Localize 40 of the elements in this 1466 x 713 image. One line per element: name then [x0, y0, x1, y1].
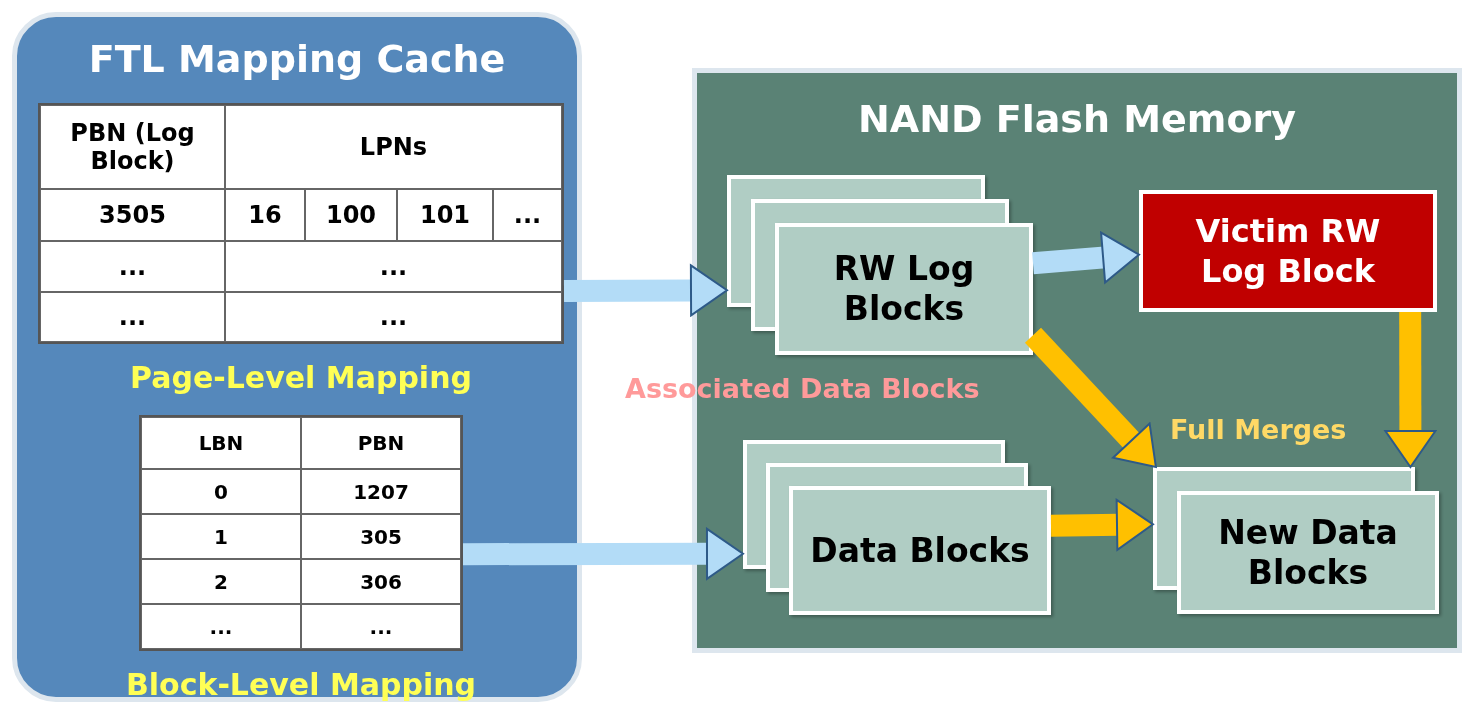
table-cell: ... [141, 604, 301, 649]
table-cell: 100 [305, 189, 397, 241]
cache-panel [12, 12, 582, 702]
table-cell: 1207 [301, 469, 461, 514]
arrow [1050, 498, 1154, 551]
table-cell: LPNs [225, 105, 562, 189]
block-label: RW Log Blocks [832, 249, 976, 329]
table-caption: Page-Level Mapping [129, 360, 473, 395]
table-cell: ... [40, 292, 225, 342]
arrow [563, 264, 728, 317]
block-label: Data Blocks [810, 530, 1030, 571]
table-cell: 305 [301, 514, 461, 559]
table-cell: PBN [301, 417, 461, 469]
block-stack-drawing [743, 440, 1051, 615]
table-cell: 16 [225, 189, 305, 241]
table-cell: 2 [141, 559, 301, 604]
block-stack-drawing [1153, 467, 1439, 614]
table-cell: PBN (Log Block) [40, 105, 225, 189]
table-cell: ... [225, 241, 562, 292]
arrow [1384, 312, 1437, 468]
table-cell: LBN [141, 417, 301, 469]
table-cell: 306 [301, 559, 461, 604]
table-cell: ... [225, 292, 562, 342]
table-cell: ... [40, 241, 225, 292]
arrow [1024, 327, 1157, 468]
panel-title: NAND Flash Memory [856, 97, 1298, 141]
table-caption: Block-Level Mapping [124, 667, 478, 702]
annotation-text: Full Merges [1170, 414, 1347, 445]
block-stack-drawing [727, 175, 1033, 355]
panel-title: FTL Mapping Cache [87, 37, 507, 81]
table-cell: 1 [141, 514, 301, 559]
table-cell: 101 [397, 189, 493, 241]
victim-block: Victim RW Log Block [1139, 190, 1437, 312]
block-label: New Data Blocks [1217, 512, 1399, 593]
table-cell: ... [301, 604, 461, 649]
table-cell: 0 [141, 469, 301, 514]
table-cell: 3505 [40, 189, 225, 241]
arrow [1032, 231, 1140, 284]
table-cell: ... [493, 189, 562, 241]
arrow [463, 527, 744, 580]
